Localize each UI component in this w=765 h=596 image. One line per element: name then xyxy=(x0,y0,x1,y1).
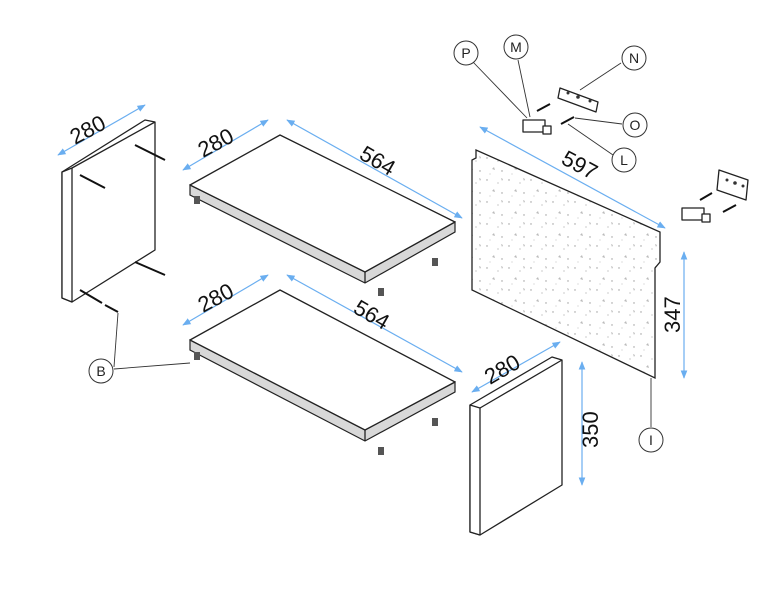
callout-L: L xyxy=(611,147,637,173)
dim-back-panel-height: 347 xyxy=(660,296,685,333)
dim-right-side-height: 350 xyxy=(578,411,603,448)
svg-text:O: O xyxy=(630,117,641,133)
callout-B: B xyxy=(88,358,114,384)
bottom-shelf xyxy=(189,289,456,455)
callout-P: P xyxy=(453,40,479,66)
hardware-bracket-set-2 xyxy=(681,169,749,223)
callout-O: O xyxy=(622,112,648,138)
callout-M: M xyxy=(503,34,529,60)
dim-top-shelf-width: 564 xyxy=(356,141,400,181)
svg-text:N: N xyxy=(629,50,639,66)
right-side-panel xyxy=(469,356,563,536)
callout-I: I xyxy=(638,427,664,453)
svg-text:M: M xyxy=(510,39,522,55)
svg-text:B: B xyxy=(96,363,105,379)
hardware-bracket-set-1 xyxy=(522,87,599,135)
back-panel xyxy=(471,148,661,380)
leader-lines xyxy=(113,59,652,427)
dim-bottom-shelf-width: 564 xyxy=(350,295,394,335)
svg-text:L: L xyxy=(620,152,628,168)
top-shelf xyxy=(189,134,456,296)
svg-text:P: P xyxy=(461,45,470,61)
dim-bottom-shelf-depth: 280 xyxy=(194,278,238,317)
dimension-lines xyxy=(57,104,688,486)
left-side-panel xyxy=(61,119,166,313)
dim-back-panel-width: 597 xyxy=(558,145,602,184)
dim-top-shelf-depth: 280 xyxy=(194,123,238,162)
dim-left-side-depth: 280 xyxy=(66,110,110,149)
callout-N: N xyxy=(621,45,647,71)
svg-text:I: I xyxy=(649,432,653,448)
